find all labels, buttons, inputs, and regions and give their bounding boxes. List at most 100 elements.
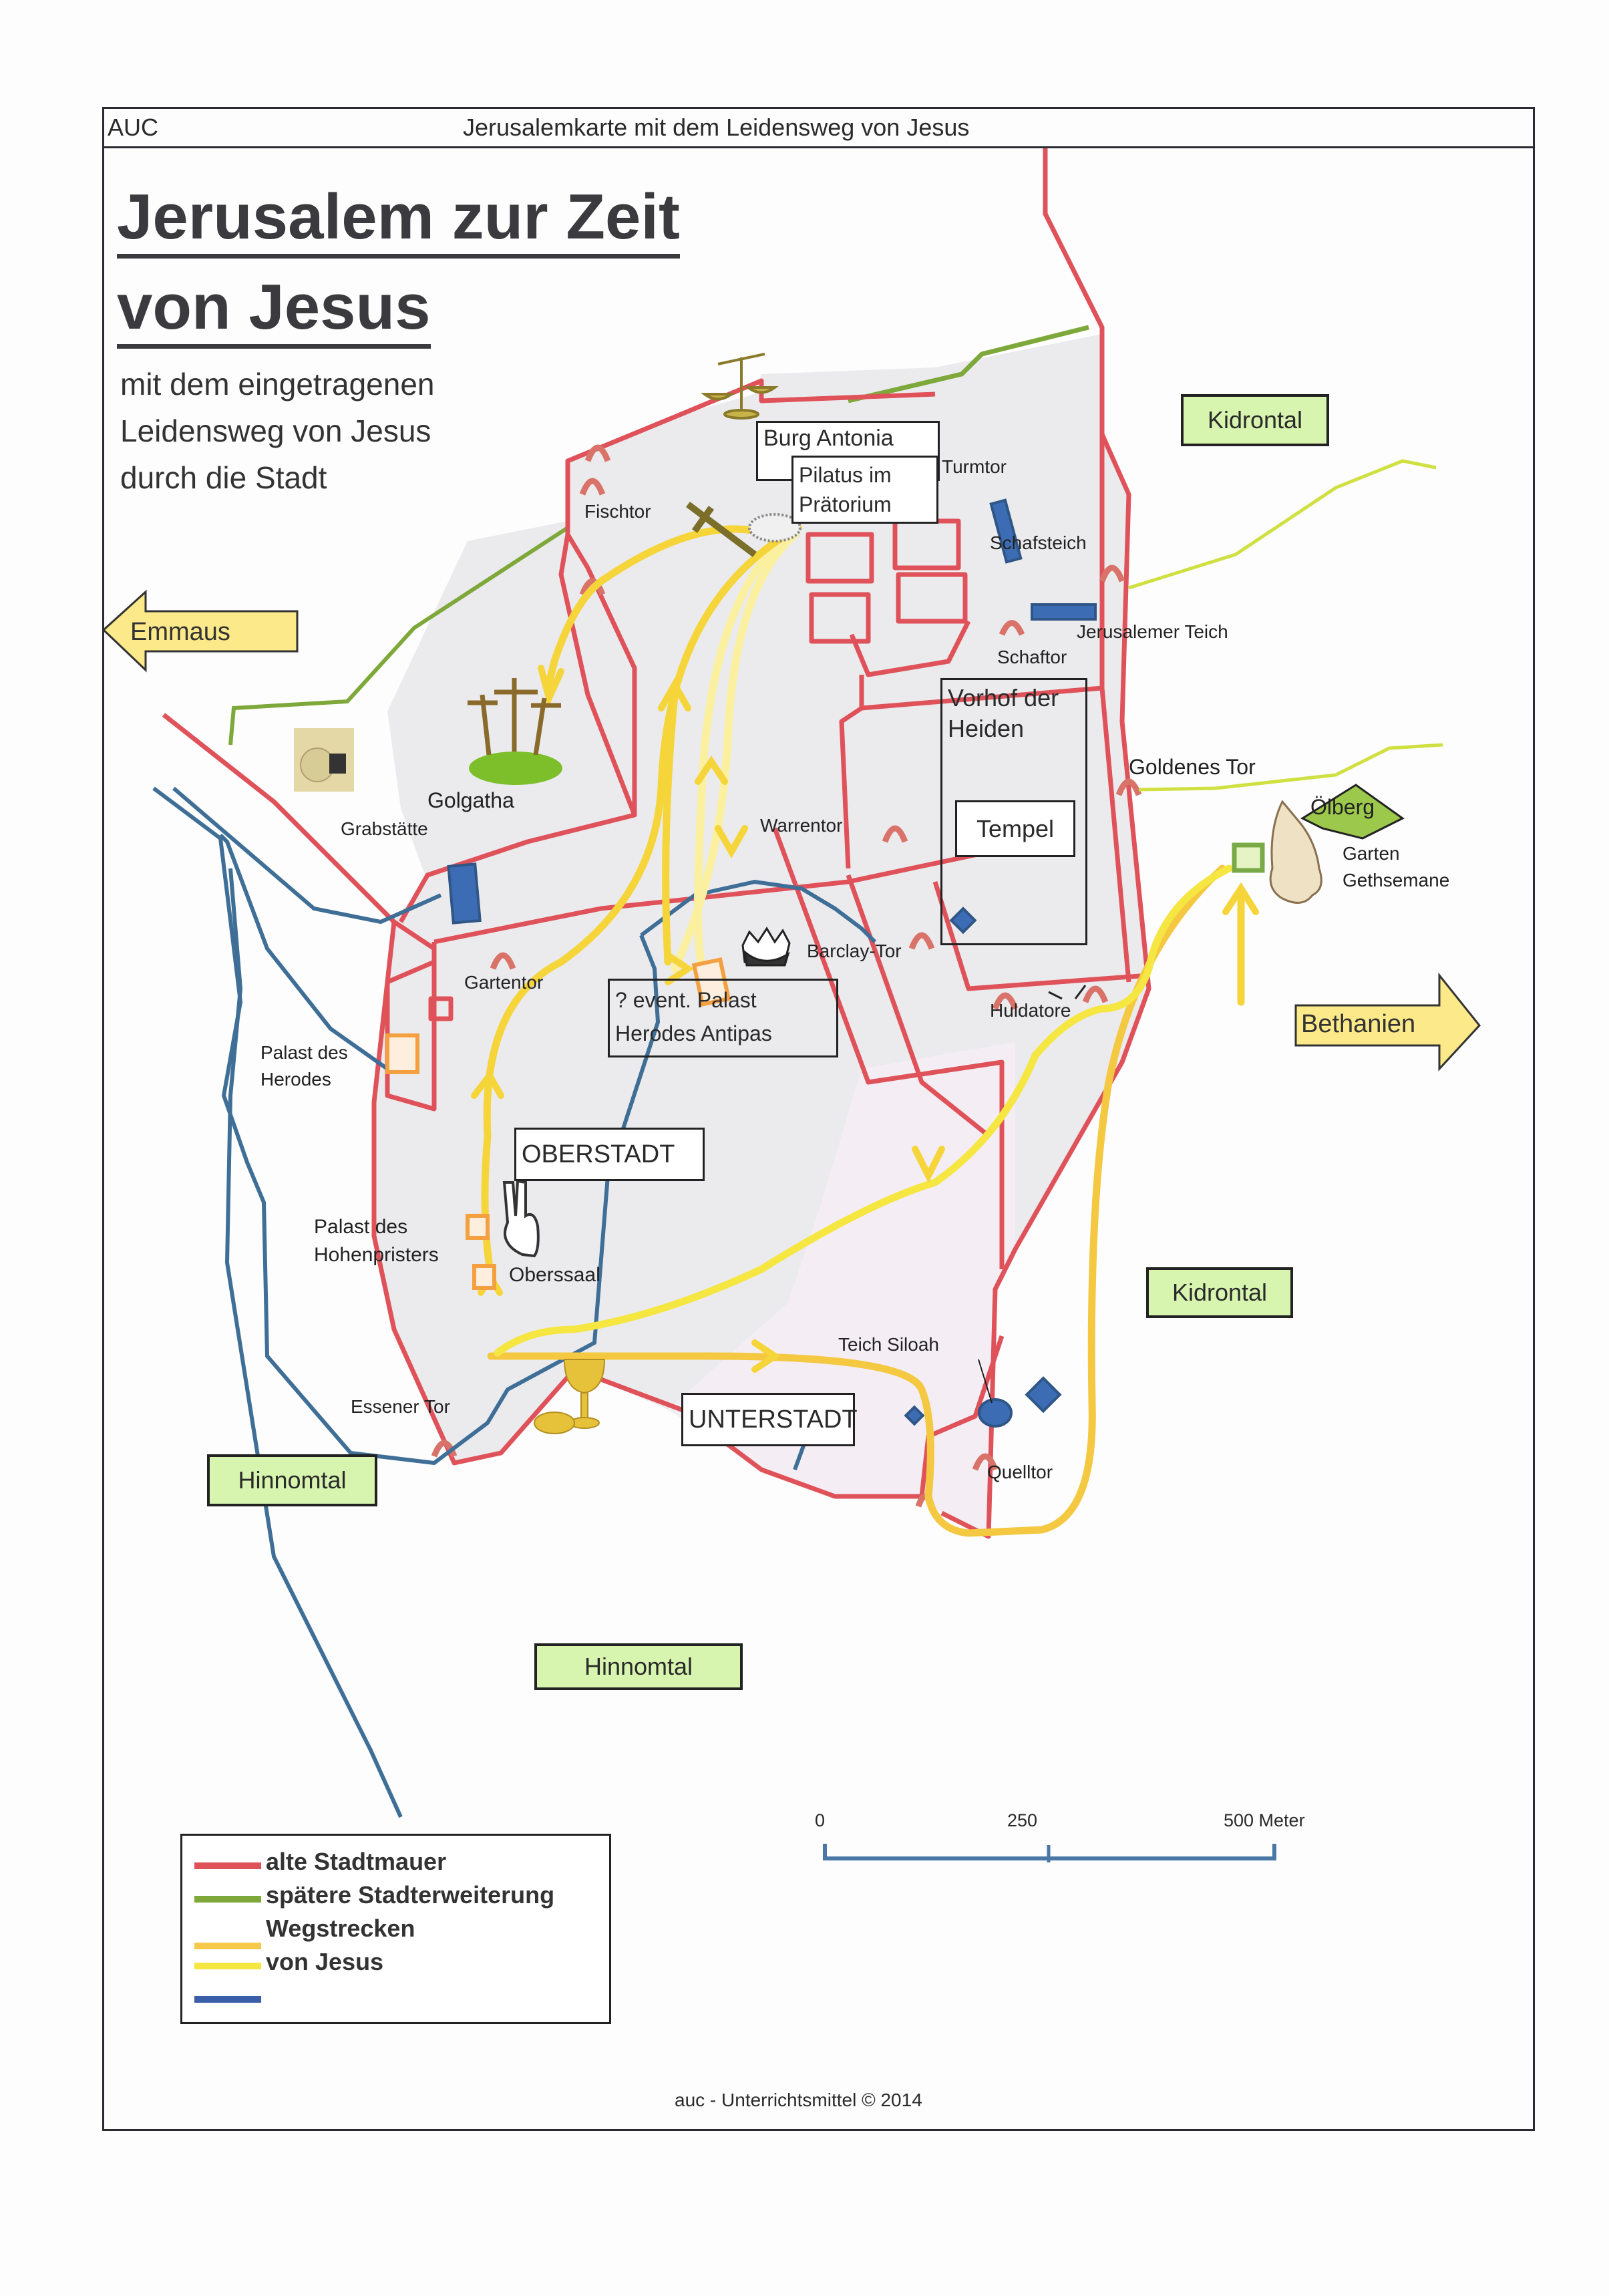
jesus-routes [481, 524, 1245, 1537]
antipas-label-line2: Herodes Antipas [615, 1021, 772, 1045]
gate-huldatore-2 [1082, 985, 1109, 1003]
grabstaette-label: Grabstätte [341, 818, 428, 839]
bethanien-label: Bethanien [1301, 1010, 1416, 1038]
burg-antonia-label: Burg Antonia [763, 426, 894, 451]
garten-label-line1: Garten [1343, 843, 1400, 864]
scale-label-0: 0 [815, 1810, 826, 1830]
gate-schaftor [999, 620, 1025, 636]
gate-huldatore-1 [992, 992, 1019, 1010]
pool-small [904, 1405, 925, 1426]
gate-north [584, 444, 611, 462]
huldatore-pointer-2 [1074, 985, 1087, 999]
route-pilate-light [694, 530, 792, 966]
pool-barclay [949, 907, 977, 935]
pool-siloah-2 [1025, 1376, 1062, 1414]
subtitle-line: durch die Stadt [120, 460, 327, 495]
gethsemane-marker [1232, 842, 1265, 873]
valley-label-hinnomtal-bottom: Hinnomtal [534, 1643, 743, 1690]
scale-label-250: 250 [1007, 1810, 1038, 1830]
emmaus-label: Emmaus [130, 618, 230, 646]
teich-siloah-label: Teich Siloah [838, 1334, 939, 1355]
road-east-2 [1138, 743, 1443, 792]
palace-herodes-marker [385, 1033, 419, 1074]
oberssaal-marker [472, 1264, 496, 1290]
legend-label: von Jesus [266, 1948, 384, 1975]
valley-label-kidrontal-top: Kidrontal [1181, 394, 1329, 446]
legend-label: Wegstrecken [266, 1915, 415, 1942]
legend-swatch-wall [194, 1862, 261, 1869]
goldenes-tor-label: Goldenes Tor [1129, 755, 1256, 779]
city-gates [431, 444, 1142, 1508]
header-title: Jerusalemkarte mit dem Leidensweg von Je… [463, 114, 970, 141]
vorhof-box: Vorhof der Heiden [940, 678, 1087, 945]
old-city-walls [162, 148, 1151, 1539]
turmtor-label: Turmtor [942, 456, 1007, 477]
gate-barclay [908, 932, 935, 950]
gate-quelltor [972, 1453, 999, 1471]
pools [447, 498, 1097, 1428]
crown-icon [741, 927, 791, 967]
pool-siloah [978, 1398, 1013, 1428]
route-pilate-main [481, 524, 802, 1280]
huldatore-label: Huldatore [990, 1000, 1071, 1021]
tempel-label: Tempel [976, 814, 1055, 842]
legend-swatch-valley [194, 1996, 261, 2003]
valley-label-text: Kidrontal [1172, 1279, 1268, 1306]
header-left-label: AUC [108, 114, 159, 141]
scale-label-500: 500 Meter [1224, 1810, 1305, 1830]
oberssaal-label: Oberssaal [509, 1264, 600, 1286]
gate-fischtor-2 [579, 578, 606, 596]
palast-herodes-label-line2: Herodes [260, 1069, 331, 1090]
tempel-box: Tempel [955, 800, 1075, 857]
gate-gartentor [490, 952, 516, 970]
oelberg-label: Ölberg [1310, 795, 1375, 819]
header-row: AUC Jerusalemkarte mit dem Leidensweg vo… [102, 107, 1535, 148]
footer-copyright: auc - Unterrichtsmittel © 2014 [675, 2090, 922, 2110]
jerusalemer-teich-label: Jerusalemer Teich [1077, 621, 1228, 642]
legend-swatch-route [194, 1943, 261, 1949]
huldatore-pointer-1 [1048, 991, 1063, 1000]
praying-hands-icon [1269, 800, 1322, 904]
chalice-icon [534, 1359, 606, 1434]
pointing-hand-icon [502, 1179, 540, 1258]
route-arrowheads [471, 665, 1259, 1373]
scales-icon [700, 353, 779, 420]
gate-goldenes-tor [1115, 778, 1142, 796]
vorhof-label-line2: Heiden [948, 715, 1025, 742]
hohepriester-label-line1: Palast des [314, 1216, 408, 1238]
route-herod-to-pilate [662, 691, 679, 966]
subtitle: mit dem eingetragenen Leidensweg von Jes… [120, 361, 435, 501]
valley-label-hinnomtal-left: Hinnomtal [207, 1454, 377, 1506]
page-frame [102, 107, 1535, 2131]
legend-swatch-extension [194, 1896, 261, 1903]
palace-markers [385, 957, 731, 1290]
route-supper-north [494, 864, 1233, 1357]
garten-label-line2: Gethsemane [1343, 870, 1450, 890]
crown-of-thorns-icon [748, 513, 801, 542]
antipas-box: ? event. Palast Herodes Antipas [608, 979, 838, 1057]
bethanien-arrow [1294, 972, 1481, 1072]
legend-swatch-route-light [194, 1963, 261, 1969]
valley-label-text: Kidrontal [1207, 406, 1303, 434]
gate-warrentor [882, 825, 908, 843]
pool-schafsteich [989, 498, 1023, 564]
palast-herodes-label-line1: Palast des [260, 1042, 348, 1063]
extension-wall-west [228, 526, 569, 746]
pilatus-label-line2: Prätorium [799, 492, 892, 516]
legend-label: spätere Stadterweiterung [266, 1881, 555, 1909]
subtitle-line: mit dem eingetragenen [120, 367, 435, 401]
subtitle-line: Leidensweg von Jesus [120, 414, 431, 448]
warrentor-label: Warrentor [760, 815, 843, 836]
unterstadt-box: UNTERSTADT [681, 1393, 858, 1446]
antipas-label-line1: ? event. Palast [615, 988, 757, 1012]
valley-label-text: Hinnomtal [584, 1653, 693, 1680]
vorhof-label-line1: Vorhof der [948, 684, 1059, 711]
barclay-tor-label: Barclay-Tor [807, 941, 902, 961]
essener-tor-label: Essener Tor [351, 1396, 450, 1417]
schafsteich-label: Schafsteich [990, 532, 1087, 553]
hohepriester-label-line2: Hohenpristers [314, 1244, 439, 1266]
main-title-line2: von Jesus [117, 273, 431, 349]
quelltor-label: Quelltor [987, 1462, 1053, 1482]
legend-label: alte Stadtmauer [266, 1848, 447, 1875]
